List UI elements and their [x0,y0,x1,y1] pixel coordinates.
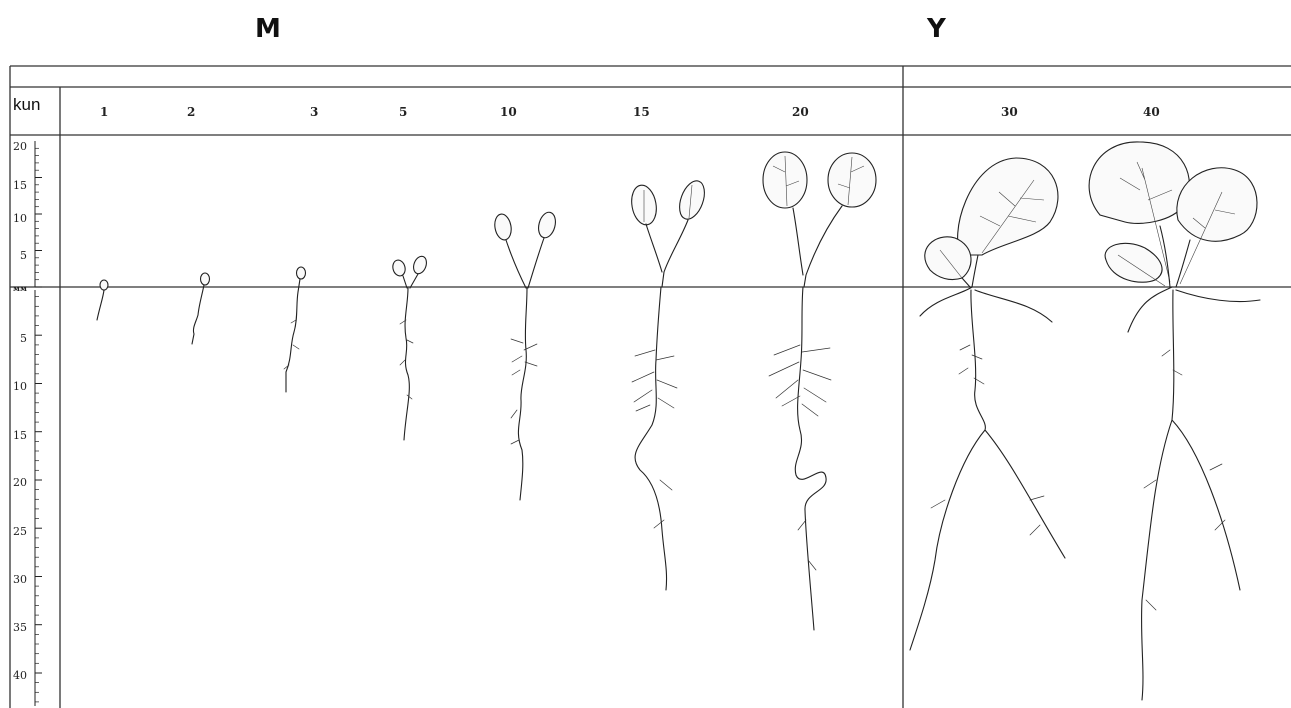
day-label-30: 30 [1001,105,1018,119]
scale-label-10-below: 10 [13,380,27,393]
row-label-kun: kun [13,95,40,114]
seedling-day-3 [284,267,306,392]
scale-label-5-below: 5 [20,332,27,345]
scale-label-10-above: 10 [13,212,27,225]
day-label-3: 3 [310,105,318,119]
seedling-day-5 [391,254,429,440]
plant-day-30 [910,158,1065,650]
scale-label-5-above: 5 [20,249,27,262]
scale-label-25-below: 25 [13,525,27,538]
scale-label-15-above: 15 [13,179,27,192]
day-label-40: 40 [1143,105,1160,119]
scale-label-30-below: 30 [13,573,27,586]
seedling-day-1 [97,280,108,320]
scale-ruler: 20 15 10 5 мм 5 10 15 20 25 30 35 40 [13,140,42,706]
scale-label-35-below: 35 [13,621,27,634]
seedling-day-10 [493,210,558,500]
day-label-1: 1 [100,105,108,119]
day-label-10: 10 [500,105,517,119]
day-label-5: 5 [399,105,407,119]
seedling-day-20 [763,152,876,630]
scale-label-15-below: 15 [13,429,27,442]
scale-label-20-above: 20 [13,140,27,153]
day-label-15: 15 [633,105,650,119]
day-label-2: 2 [187,105,195,119]
scale-label-40-below: 40 [13,669,27,682]
seedling-day-2 [192,273,210,344]
day-label-20: 20 [792,105,809,119]
scale-unit-label: мм [13,283,27,293]
plant-day-40 [1089,142,1260,700]
seedling-day-15 [629,177,709,590]
scale-label-20-below: 20 [13,476,27,489]
